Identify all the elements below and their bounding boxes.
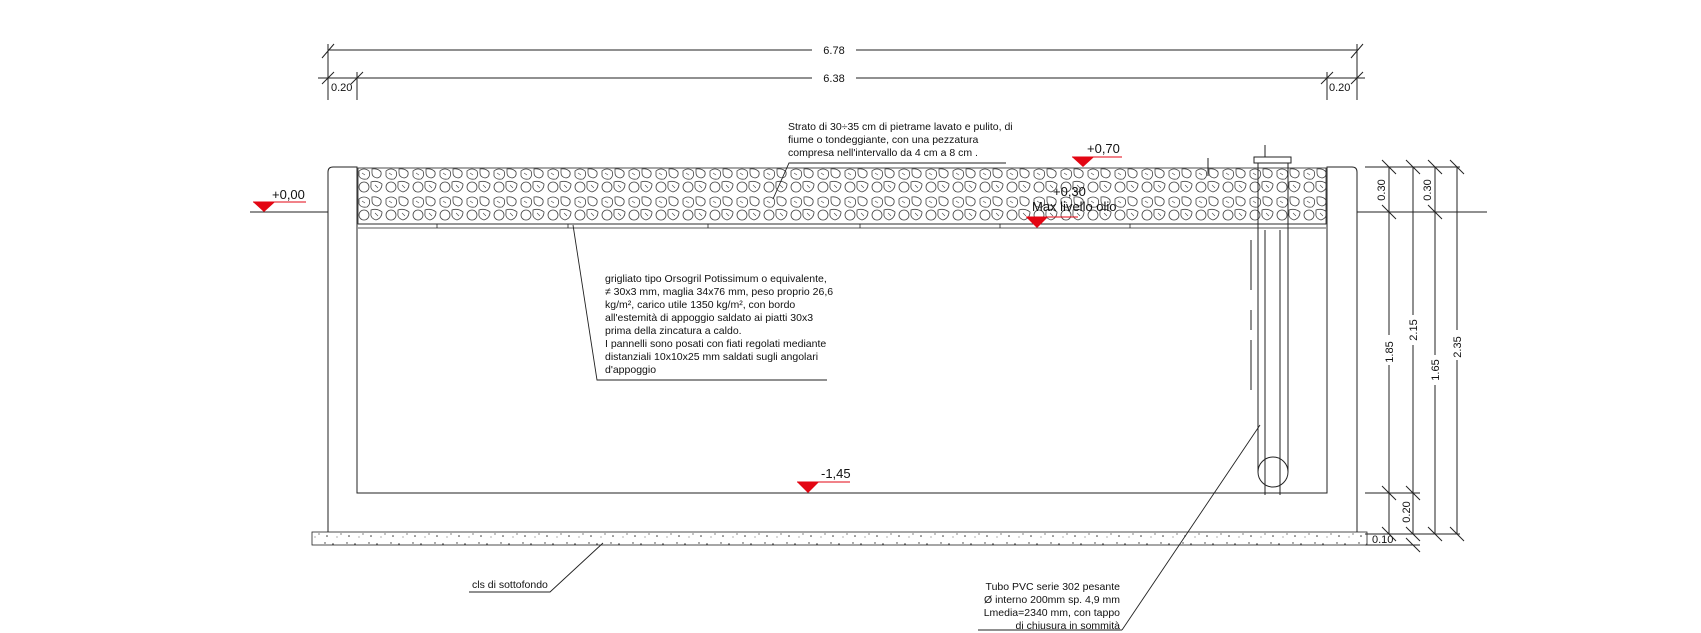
dim-total-height: 2.35 [1452,336,1464,357]
note-grating-line-1: grigliato tipo Orsogril Potissimum o equ… [605,273,827,285]
note-grating-line-3: kg/m², carico utile 1350 kg/m², con bord… [605,299,795,311]
dim-inner-height: 1.85 [1384,341,1396,362]
note-grating: grigliato tipo Orsogril Potissimum o equ… [605,273,833,376]
dim-inner-width: 6.38 [823,73,844,85]
leader-lines [469,162,1261,631]
pvc-pipe [1207,145,1292,495]
level-ground-label: +0,00 [272,187,305,202]
note-subfloor: cls di sottofondo [472,579,548,591]
right-dimension-labels: 0.30 0.30 1.85 2.15 1.65 2.35 0.20 0.10 [1372,179,1464,546]
dim-right-wall: 0.20 [1329,82,1350,94]
dim-wall-height: 2.15 [1408,319,1420,340]
note-grating-line-5: prima della zincatura a caldo. [605,325,742,337]
dim-subfloor: 0.10 [1372,534,1393,546]
level-marker-bottom: -1,45 [797,466,851,493]
note-grating-line-4: all'estemità di appoggio saldato ai piat… [605,312,813,324]
note-gravel-line-2: fiume o tondeggiante, con una pezzatura [788,134,978,146]
dim-below-ground: 1.65 [1430,359,1442,380]
dim-base-slab: 0.20 [1401,501,1413,522]
level-triangle-icon [1072,157,1094,167]
level-marker-top: +0,70 [1072,141,1122,167]
note-gravel-line-1: Strato di 30÷35 cm di pietrame lavato e … [788,121,1013,133]
level-bottom-label: -1,45 [821,466,851,481]
gravel-layer [357,167,1327,225]
oil-max-label: Max livello olio [1032,199,1117,214]
note-pipe-line-2: Ø interno 200mm sp. 4,9 mm [984,594,1120,606]
note-pipe-line-1: Tubo PVC serie 302 pesante [986,581,1121,593]
tank-walls [327,166,1358,534]
level-triangle-icon [253,202,275,212]
dim-left-wall: 0.20 [331,82,352,94]
note-grating-line-2: ≠ 30x3 mm, maglia 34x76 mm, peso proprio… [605,286,833,298]
note-pipe-line-4: di chiusura in sommità [1016,620,1121,632]
dim-gravel-depth: 0.30 [1376,179,1388,200]
level-marker-ground: +0,00 [253,187,306,212]
dim-total-width: 6.78 [823,45,844,57]
note-grating-line-7: distanziali 10x10x25 mm saldati sugli an… [605,351,818,363]
note-gravel: Strato di 30÷35 cm di pietrame lavato e … [788,121,1013,159]
top-dimension-labels: 6.78 6.38 0.20 0.20 [331,43,1350,94]
note-grating-line-6: I pannelli sono posati con fiati regolat… [605,338,826,350]
level-triangle-icon [1026,217,1048,228]
dim-upper-depth: 0.30 [1422,179,1434,200]
note-grating-line-8: d'appoggio [605,364,656,376]
note-pipe-line-3: Lmedia=2340 mm, con tappo [984,607,1120,619]
grating [358,223,1326,229]
level-triangle-icon [797,482,819,493]
level-marker-oil: +0,30 Max livello olio [1026,184,1117,228]
note-pipe: Tubo PVC serie 302 pesante Ø interno 200… [984,581,1121,632]
level-top-label: +0,70 [1087,141,1120,156]
concrete-subfloor [311,531,1368,546]
note-gravel-line-3: compresa nell'intervallo da 4 cm a 8 cm … [788,147,978,159]
right-dimension-group [1365,159,1465,553]
level-oil-label: +0,30 [1053,184,1086,199]
